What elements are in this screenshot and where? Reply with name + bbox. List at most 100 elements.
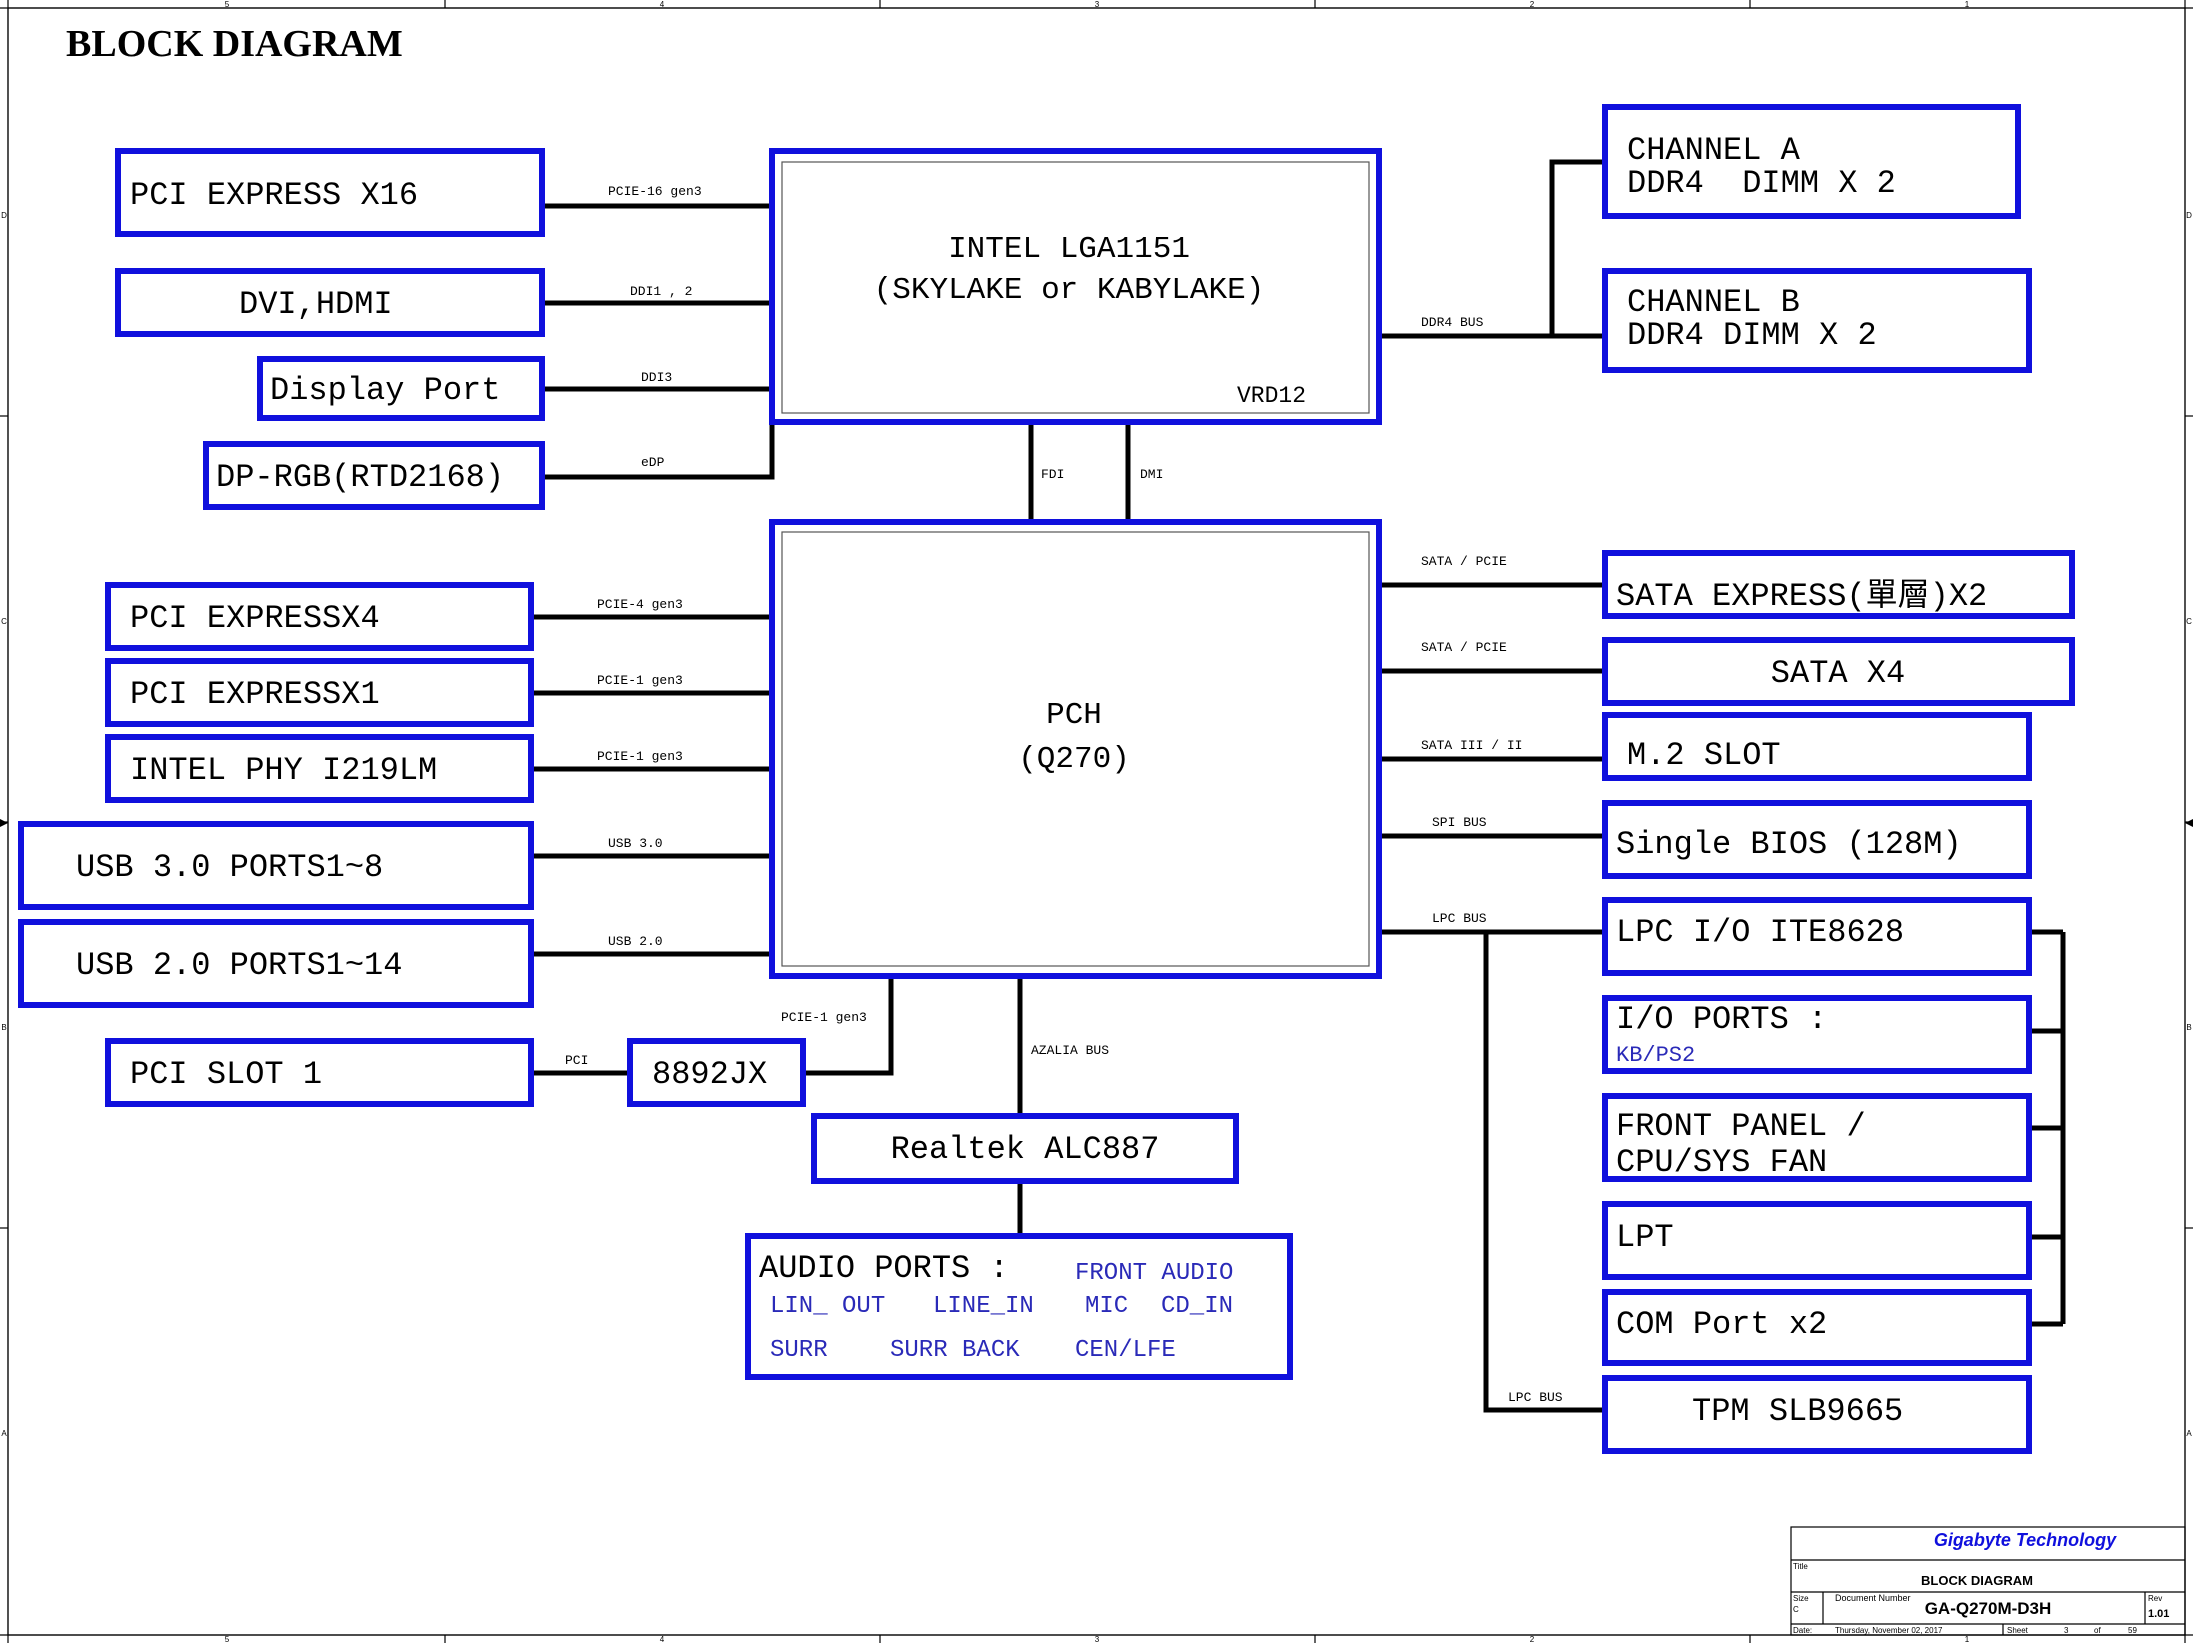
intel-phy-label: INTEL PHY I219LM bbox=[130, 752, 437, 789]
title-block-sheets-total: 59 bbox=[2128, 1626, 2137, 1635]
audio-ports-title: AUDIO PORTS : bbox=[759, 1250, 1009, 1287]
bus-label-azalia: AZALIA BUS bbox=[1031, 1043, 1109, 1058]
title-block-rev-label: Rev bbox=[2148, 1594, 2162, 1603]
title-block: Gigabyte Technology Title BLOCK DIAGRAM … bbox=[1790, 1526, 2186, 1636]
bus-label-pcie1a: PCIE-1 gen3 bbox=[597, 673, 683, 688]
codec-box bbox=[811, 1113, 1239, 1184]
frame-marker-bottom: 5 bbox=[225, 1635, 230, 1643]
page-title: BLOCK DIAGRAM bbox=[66, 23, 403, 65]
title-block-size-label: Size bbox=[1793, 1594, 1809, 1603]
frame-marker-left: B bbox=[1, 1023, 6, 1032]
bridge-box bbox=[627, 1038, 806, 1107]
title-block-company: Gigabyte Technology bbox=[1934, 1530, 2117, 1550]
title-block-docnum-label: Document Number bbox=[1835, 1593, 1911, 1603]
title-block-sheet: 3 bbox=[2064, 1626, 2069, 1635]
dvi-hdmi-label: DVI,HDMI bbox=[239, 286, 393, 323]
codec-label: Realtek ALC887 bbox=[891, 1131, 1160, 1168]
channel-b-box bbox=[1602, 268, 2032, 373]
bridge-label: 8892JX bbox=[652, 1056, 767, 1093]
pci-slot-label: PCI SLOT 1 bbox=[130, 1056, 322, 1093]
audio-cd-in: CD_IN bbox=[1161, 1293, 1233, 1320]
bios-label: Single BIOS (128M) bbox=[1616, 826, 1962, 863]
bus-label-edp: eDP bbox=[641, 455, 665, 470]
frame-marker-bottom: 3 bbox=[1095, 1635, 1100, 1643]
bus-labels: PCIE-16 gen3 DDI1 , 2 DDI3 eDP FDI DMI D… bbox=[565, 184, 1563, 1405]
m2-slot-box bbox=[1602, 712, 2032, 781]
title-block-title: BLOCK DIAGRAM bbox=[1921, 1573, 2033, 1588]
frame-marker-top: 1 bbox=[1965, 0, 1970, 9]
bus-label-spi: SPI BUS bbox=[1432, 815, 1487, 830]
channel-a-line1: CHANNEL A bbox=[1627, 132, 1801, 169]
title-block-size: C bbox=[1793, 1605, 1799, 1614]
audio-surr: SURR bbox=[770, 1337, 828, 1364]
bus-label-ddr4: DDR4 BUS bbox=[1421, 315, 1484, 330]
bus-label-fdi: FDI bbox=[1041, 467, 1064, 482]
frame-marker-left: A bbox=[1, 1429, 7, 1438]
sata-x4-box bbox=[1602, 637, 2075, 706]
bus-label-lpc-2: LPC BUS bbox=[1508, 1390, 1563, 1405]
bus-label-pcie4: PCIE-4 gen3 bbox=[597, 597, 683, 612]
title-block-docnum: GA-Q270M-D3H bbox=[1925, 1599, 2052, 1618]
bus-label-usb30: USB 3.0 bbox=[608, 836, 663, 851]
frame-marker-right: A bbox=[2186, 1429, 2192, 1438]
tpm-label: TPM SLB9665 bbox=[1692, 1393, 1903, 1430]
bus-label-sata-pcie-1: SATA / PCIE bbox=[1421, 554, 1507, 569]
usb3-label: USB 3.0 PORTS1~8 bbox=[76, 849, 383, 886]
frame-marker-right: C bbox=[2186, 617, 2192, 626]
frame-marker-top: 3 bbox=[1095, 0, 1100, 9]
io-ports-box bbox=[1602, 995, 2032, 1074]
pch-box bbox=[769, 519, 1382, 979]
sata-express-label: SATA EXPRESS(單層)X2 bbox=[1616, 578, 1987, 615]
cpu-label-line2: (SKYLAKE or KABYLAKE) bbox=[874, 273, 1265, 308]
channel-b-line1: CHANNEL B bbox=[1627, 284, 1800, 321]
cpu-label-line1: INTEL LGA1151 bbox=[948, 232, 1190, 267]
lpt-box bbox=[1602, 1201, 2032, 1280]
lpc-io-label: LPC I/O ITE8628 bbox=[1616, 914, 1904, 951]
bus-label-pci: PCI bbox=[565, 1053, 588, 1068]
io-ports-label: I/O PORTS : bbox=[1616, 1001, 1827, 1038]
front-panel-box bbox=[1602, 1093, 2032, 1182]
bus-wires bbox=[531, 159, 2066, 1413]
center-arrows bbox=[0, 819, 2193, 827]
audio-surr-back: SURR BACK bbox=[890, 1337, 1020, 1364]
com-port-box bbox=[1602, 1289, 2032, 1366]
audio-front-audio: FRONT AUDIO bbox=[1075, 1260, 1233, 1287]
title-block-rev: 1.01 bbox=[2148, 1608, 2169, 1620]
frame-marker-left: D bbox=[1, 211, 7, 220]
dp-rgb-label: DP-RGB(RTD2168) bbox=[216, 459, 504, 496]
m2-slot-label: M.2 SLOT bbox=[1627, 737, 1781, 774]
bus-label-usb20: USB 2.0 bbox=[608, 934, 663, 949]
title-block-sheet-label: Sheet bbox=[2007, 1626, 2029, 1635]
bus-label-sata-pcie-2: SATA / PCIE bbox=[1421, 640, 1507, 655]
pcie-x4-box bbox=[105, 582, 534, 651]
bus-label-dmi: DMI bbox=[1140, 467, 1163, 482]
bus-label-pcie16: PCIE-16 gen3 bbox=[608, 184, 702, 199]
pcie-x16-label: PCI EXPRESS X16 bbox=[130, 177, 418, 214]
pcie-x4-label: PCI EXPRESSX4 bbox=[130, 600, 380, 637]
bus-label-ddi12: DDI1 , 2 bbox=[630, 284, 692, 299]
tpm-box bbox=[1602, 1375, 2032, 1454]
audio-lin-out: LIN_ OUT bbox=[770, 1293, 885, 1320]
frame-marker-left: C bbox=[1, 617, 7, 626]
frame-marker-bottom: 2 bbox=[1530, 1635, 1535, 1643]
frame-marker-bottom: 4 bbox=[660, 1635, 665, 1643]
audio-mic: MIC bbox=[1085, 1293, 1128, 1320]
pch-label-line1: PCH bbox=[1046, 698, 1102, 733]
cpu-vrd-label: VRD12 bbox=[1237, 383, 1306, 409]
frame-marker-bottom: 1 bbox=[1965, 1635, 1970, 1643]
com-port-label: COM Port x2 bbox=[1616, 1306, 1827, 1343]
title-block-date: Thursday, November 02, 2017 bbox=[1835, 1626, 1943, 1635]
title-block-title-label: Title bbox=[1793, 1562, 1808, 1571]
pch-label-line2: (Q270) bbox=[1018, 742, 1130, 777]
box-labels: INTEL LGA1151 (SKYLAKE or KABYLAKE) VRD1… bbox=[76, 132, 1987, 1430]
io-ports-sublabel: KB/PS2 bbox=[1616, 1043, 1695, 1068]
pcie-x1-box bbox=[105, 658, 534, 727]
dvi-hdmi-box bbox=[115, 268, 545, 337]
sata-express-box bbox=[1602, 550, 2075, 619]
lpt-label: LPT bbox=[1616, 1219, 1674, 1256]
title-block-date-label: Date: bbox=[1793, 1626, 1812, 1635]
pcie-x1-label: PCI EXPRESSX1 bbox=[130, 676, 380, 713]
usb2-box bbox=[18, 919, 534, 1008]
bus-label-pcie1b: PCIE-1 gen3 bbox=[597, 749, 683, 764]
